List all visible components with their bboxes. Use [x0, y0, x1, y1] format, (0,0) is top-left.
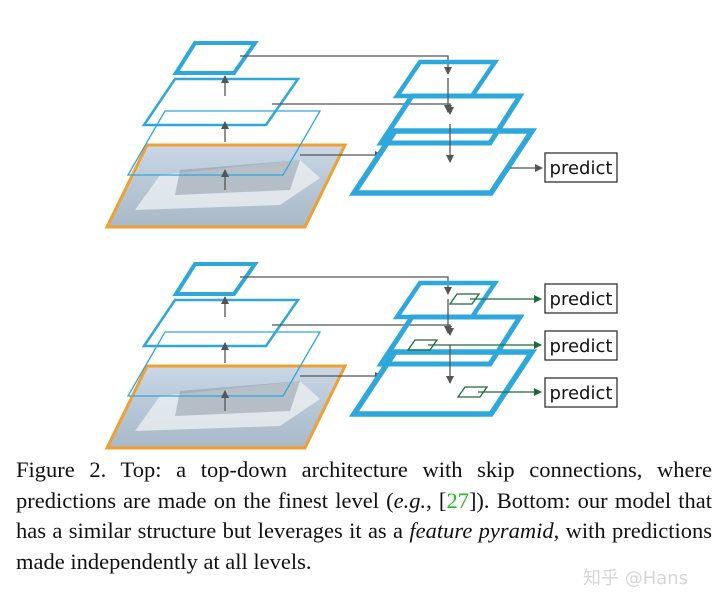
merged-map-large-bottom [348, 349, 538, 417]
merged-map-mid-bottom [376, 314, 525, 367]
predict-label-bottom-2: predict [550, 336, 613, 357]
merged-map-small-bottom [392, 280, 500, 320]
caption-feature-pyramid: feature pyramid [409, 518, 554, 543]
predict-label-bottom-1: predict [550, 289, 613, 310]
caption-part-3: ]). Bottom: our model that has a similar… [16, 487, 712, 544]
predict-label-top: predict [550, 158, 613, 179]
merged-map-mid-top [376, 93, 525, 146]
input-image-top [104, 143, 348, 229]
feature-map-small-top [172, 41, 259, 75]
watermark: 知乎 @Hans [583, 568, 689, 589]
input-image-bottom [104, 364, 348, 450]
feature-map-small-bottom [172, 262, 259, 296]
caption-part-1: Figure 2. Top: a top-down architecture w… [16, 457, 712, 513]
pred-window-1 [448, 293, 481, 305]
feature-map-thin-bottom [126, 331, 322, 397]
predict-label-bottom-3: predict [550, 383, 613, 404]
feature-map-mid-top [141, 77, 301, 127]
figure-diagram: predict predict p [104, 41, 618, 450]
bottom-diagram: predict predict predict [104, 262, 618, 450]
caption-part-2: , [ [426, 487, 447, 513]
feature-map-thin-top [126, 110, 322, 176]
feature-map-mid-bottom [141, 298, 301, 348]
caption-part-4: , with predictions made independently at… [16, 518, 713, 574]
top-diagram: predict [104, 41, 618, 229]
caption-eg: e.g. [393, 487, 427, 513]
merged-map-small-top [392, 59, 500, 99]
citation-link[interactable]: 27 [446, 487, 469, 513]
pred-window-3 [456, 386, 489, 398]
pred-window-2 [406, 339, 439, 351]
merged-map-large-top [348, 128, 538, 196]
figure-caption: Figure 2. Top: a top-down architecture w… [16, 455, 712, 577]
